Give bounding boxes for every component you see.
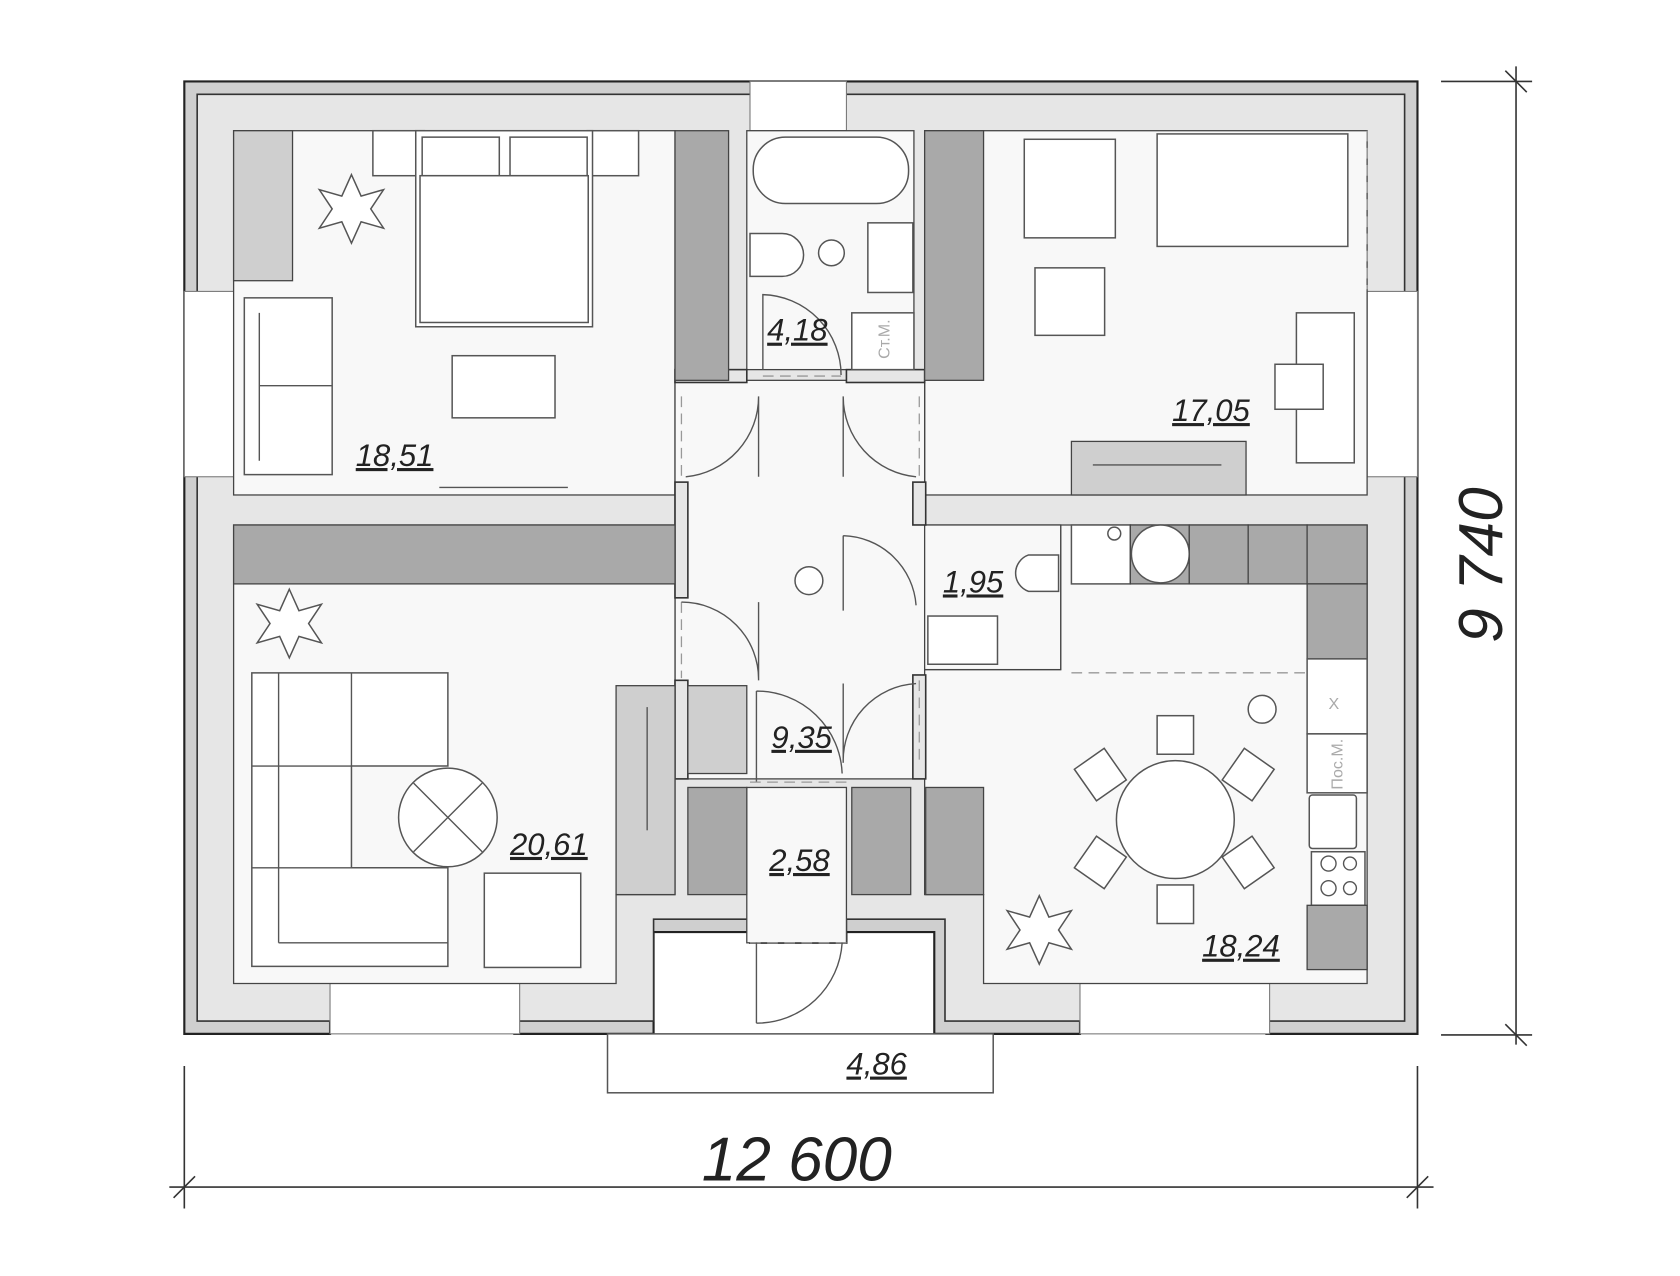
chair [1073, 747, 1128, 802]
plant-icon [317, 172, 386, 246]
window-top [749, 80, 847, 132]
desk-chair [1274, 363, 1324, 411]
blanket [419, 174, 589, 324]
counter [1306, 524, 1368, 585]
burner [1320, 879, 1337, 897]
door-vestibule[interactable] [755, 690, 843, 783]
area-living-room: 20,61 [509, 827, 588, 862]
wardrobe [232, 524, 676, 585]
armchair [1023, 138, 1117, 239]
kitchen-sink [1308, 794, 1358, 850]
width-label: 12 600 [702, 1126, 892, 1195]
chair [1156, 884, 1195, 925]
burner [1342, 856, 1358, 871]
window-left [183, 290, 235, 478]
porch [606, 1033, 994, 1094]
height-label: 9 740 [1447, 487, 1516, 643]
height-dimension [1441, 66, 1533, 1047]
wc-toilet [1014, 554, 1060, 593]
chair [1156, 714, 1195, 755]
dining-chairs [1073, 714, 1276, 925]
dining-table [1115, 759, 1236, 880]
wardrobe [851, 786, 912, 896]
wall [845, 368, 926, 384]
burner [1342, 881, 1358, 896]
round-appliance [1130, 524, 1191, 584]
width-dimension [169, 1066, 1434, 1209]
dishwasher-label: Пос.М. [1328, 739, 1346, 790]
toilet [749, 232, 805, 278]
area-kitchen: 18,24 [1202, 929, 1280, 964]
coffee-table [451, 354, 556, 419]
stove [1310, 850, 1366, 907]
fridge-label: Х [1329, 695, 1340, 713]
area-hall: 9,35 [771, 720, 832, 755]
door-kitchen[interactable] [842, 682, 917, 763]
wall [674, 679, 689, 780]
counter [1070, 524, 1132, 585]
burner [1320, 855, 1337, 872]
hob-small [1107, 526, 1122, 541]
area-vestibule: 2,58 [768, 843, 830, 878]
pillow [421, 136, 501, 177]
wall [674, 481, 689, 599]
single-bed [1156, 133, 1349, 248]
window-right [1366, 290, 1419, 478]
lamp-cross [413, 782, 483, 853]
hall-closet [687, 685, 748, 775]
washing-machine [851, 312, 915, 371]
wardrobe [674, 130, 730, 381]
person-icon [1247, 694, 1277, 724]
area-bathroom: 4,18 [767, 313, 828, 348]
dishwasher [1306, 733, 1368, 794]
counter [1188, 524, 1249, 585]
chair [1073, 835, 1128, 890]
chair [1221, 747, 1276, 802]
door-wc[interactable] [842, 534, 917, 611]
bedroom-1-closet [232, 130, 294, 282]
tv-stand [615, 685, 676, 896]
counter [1306, 583, 1368, 660]
plant-icon [255, 587, 324, 660]
armchair [483, 872, 582, 969]
fridge [1306, 658, 1368, 735]
person-icon [817, 239, 846, 267]
wardrobe [687, 786, 748, 896]
wall [912, 481, 927, 526]
area-bedroom-1: 18,51 [356, 438, 434, 473]
area-bedroom-2: 17,05 [1172, 393, 1250, 428]
entrance-door[interactable] [755, 942, 843, 1024]
washbasin [867, 222, 914, 294]
counter [1247, 524, 1308, 585]
chair [1221, 835, 1276, 890]
nightstand [586, 129, 640, 177]
wc-washbasin [927, 615, 999, 665]
area-porch: 4,86 [846, 1047, 907, 1082]
door-living-room[interactable] [681, 601, 760, 681]
wardrobe [925, 786, 985, 896]
window-bottom-left [329, 982, 521, 1035]
plant-icon [1005, 893, 1074, 967]
door-bedroom-1[interactable] [685, 396, 760, 478]
wardrobe [923, 130, 985, 381]
window-bottom-right [1079, 982, 1271, 1035]
pouf [1034, 267, 1106, 337]
area-wc: 1,95 [943, 564, 1004, 599]
person-icon [794, 566, 824, 596]
counter [1306, 904, 1368, 971]
washing-machine-label: Ст.М. [875, 319, 893, 358]
vestibule-floor [746, 786, 848, 944]
wall [912, 674, 927, 780]
door-bathroom[interactable] [762, 293, 842, 375]
bathtub [752, 136, 910, 205]
pillow [509, 136, 588, 177]
door-bedroom-2[interactable] [842, 396, 917, 478]
dresser [1070, 440, 1247, 496]
